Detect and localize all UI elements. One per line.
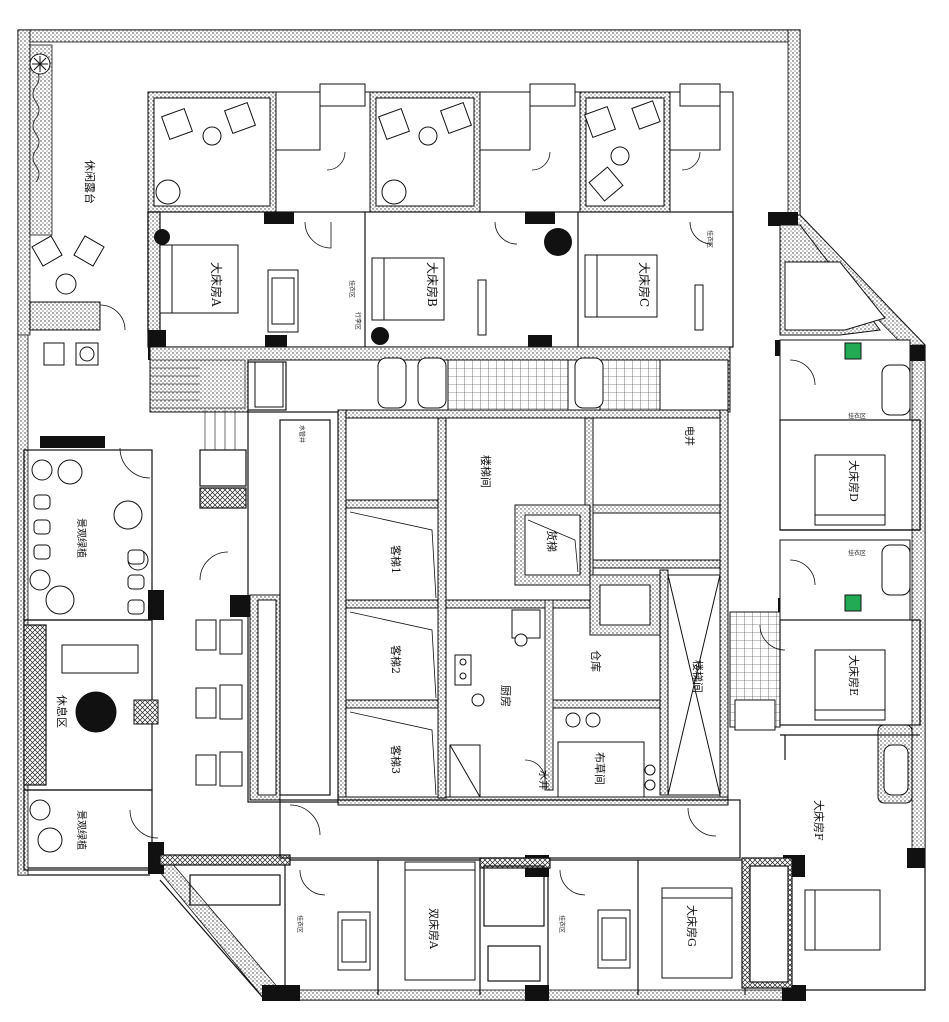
label-closet-e: 挂衣区 [848, 549, 866, 557]
beds [159, 244, 886, 981]
dark-tables [154, 228, 572, 345]
label-twin-room-a: 双床房A [427, 908, 441, 950]
label-room-e: 大床房E [847, 655, 861, 696]
door-swings [99, 151, 816, 896]
label-closet-g: 挂衣区 [558, 915, 566, 933]
label-stair-1: 楼梯间 [479, 455, 493, 488]
label-closet-twin: 挂衣区 [296, 915, 304, 933]
label-storage: 仓库 [589, 650, 603, 672]
label-elevator-1: 客梯1 [389, 545, 403, 574]
terrace-sofa [29, 301, 101, 331]
label-room-g: 大床房G [685, 905, 699, 947]
kitchen-fixtures [449, 609, 656, 798]
label-pipe-shaft: 水管井 [298, 425, 306, 443]
right-rooms [779, 419, 921, 760]
small-stair [149, 359, 246, 450]
label-freight-lift: 货梯 [545, 530, 559, 552]
label-closet-a: 挂衣区 [348, 280, 356, 298]
label-stair-2: 楼梯间 [691, 660, 705, 693]
black-bar [40, 436, 105, 448]
stair-x [667, 574, 721, 796]
label-electric-shaft: 电井 [683, 426, 696, 446]
elevator-lines [349, 511, 579, 796]
label-closet-d: 挂衣区 [848, 412, 866, 420]
rest-area-furniture [61, 619, 243, 787]
label-green-area-1: 景观绿植 [75, 518, 88, 558]
label-room-b: 大床房B [425, 262, 440, 307]
label-water-shaft: 水井 [537, 770, 550, 790]
core-walls [249, 409, 729, 806]
label-elevator-2: 客梯2 [389, 645, 403, 674]
label-kitchen: 厨房 [499, 685, 512, 707]
label-green-area-2: 景观绿植 [75, 810, 88, 850]
label-elevator-3: 客梯3 [389, 745, 403, 774]
small-labels: 挂衣区 挂衣区 行李区 挂衣区 挂衣区 挂衣区 挂衣区 水管井 [296, 230, 866, 933]
plant-squiggle [32, 69, 40, 183]
label-rest-area: 休息区 [55, 695, 69, 728]
label-luggage-a: 行李区 [354, 312, 362, 330]
planter-strip [29, 44, 53, 236]
label-closet-c: 挂衣区 [706, 230, 714, 248]
terrace-chairs [31, 235, 105, 366]
label-leisure-terrace: 休闲露台 [83, 160, 97, 204]
bathroom-strip [149, 346, 731, 413]
right-bathrooms [729, 224, 913, 804]
balcony-furniture [155, 100, 661, 205]
room-furniture [267, 269, 704, 971]
west-wing [23, 361, 339, 871]
label-linen-room: 布草间 [593, 752, 606, 785]
label-room-d: 大床房D [847, 460, 861, 502]
label-room-c: 大床房C [637, 262, 652, 307]
green-area-plants [29, 459, 149, 853]
label-room-f: 大床房F [812, 800, 826, 841]
room-labels: 休闲露台 大床房A 大床房B 大床房C 大床房D 大床房E 大床房F 大床房G … [55, 160, 861, 950]
label-room-a: 大床房A [209, 262, 224, 307]
bottom-rooms [159, 799, 793, 995]
